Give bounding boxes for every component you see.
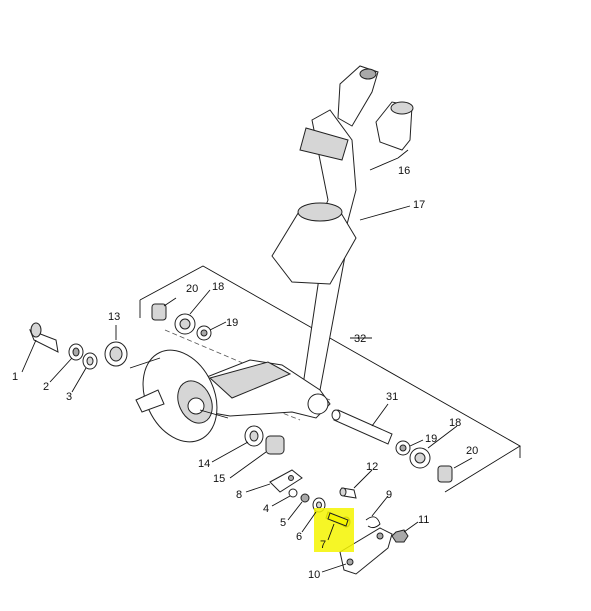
part-13-bearing <box>104 341 128 367</box>
steering-column <box>271 65 379 393</box>
callout-16: 16 <box>398 165 410 177</box>
part-10-lever <box>339 527 393 575</box>
callout-4: 4 <box>263 503 269 515</box>
part-19-washer-upper <box>196 325 212 341</box>
callout-14: 14 <box>198 458 210 470</box>
callout-1: 1 <box>12 371 18 383</box>
callout-19-lower: 19 <box>425 433 437 445</box>
callout-15: 15 <box>213 473 225 485</box>
part-11-nut <box>391 529 409 543</box>
callout-6: 6 <box>296 531 302 543</box>
callout-8: 8 <box>236 489 242 501</box>
callout-labels: 1 2 3 4 5 6 7 8 9 10 11 12 13 14 15 16 1… <box>12 165 478 581</box>
part-5-washer <box>300 493 310 503</box>
part-14-spacer <box>244 425 264 447</box>
assembly-bracket-32 <box>139 265 521 493</box>
part-7-bolt-top <box>327 512 349 527</box>
callout-2: 2 <box>43 381 49 393</box>
part-12-bolt <box>339 487 357 499</box>
wheel-hub <box>129 349 229 443</box>
leader-lines <box>21 149 473 573</box>
part-19-washer-lower <box>395 440 411 456</box>
part-20-bushing-lower <box>437 465 453 483</box>
callout-12: 12 <box>366 461 378 473</box>
part-31-shaft <box>331 409 393 445</box>
callout-19-upper: 19 <box>226 317 238 329</box>
part-2-washer <box>68 343 84 361</box>
callout-31: 31 <box>386 391 398 403</box>
callout-13: 13 <box>108 311 120 323</box>
cap-16 <box>375 101 414 151</box>
callout-9: 9 <box>386 489 392 501</box>
callout-18-lower: 18 <box>449 417 461 429</box>
callout-20-upper: 20 <box>186 283 198 295</box>
callout-5: 5 <box>280 517 286 529</box>
callout-3: 3 <box>66 391 72 403</box>
part-4-spacer <box>288 488 298 498</box>
part-15-bushing <box>265 435 285 455</box>
callout-32: 32 <box>354 333 366 345</box>
part-8-plate <box>269 469 303 493</box>
part-18-washer-upper <box>174 313 196 335</box>
callout-11: 11 <box>418 514 429 526</box>
callout-18-upper: 18 <box>212 281 224 293</box>
callout-10: 10 <box>308 569 320 581</box>
callout-7: 7 <box>320 539 326 551</box>
part-3-washer <box>82 352 98 370</box>
part-20-bushing-upper <box>151 303 167 321</box>
part-1-pin <box>29 322 59 353</box>
callout-20-lower: 20 <box>466 445 478 457</box>
callout-17: 17 <box>413 199 425 211</box>
part-9-clip <box>365 516 381 529</box>
part-18-washer-lower <box>409 447 431 469</box>
